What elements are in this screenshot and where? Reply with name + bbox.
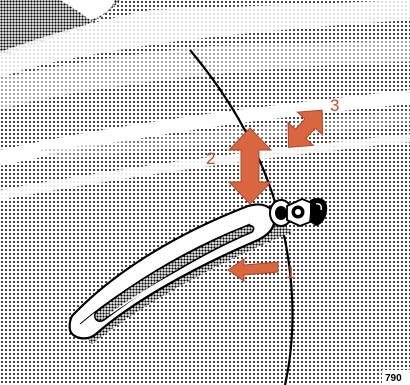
callout-label-2: 2 [206,149,215,168]
callout-label-1: 1 [286,263,295,282]
callout-label-3: 3 [330,96,339,115]
figure-number: 790 [385,373,402,384]
lock-key-icon [270,198,327,226]
